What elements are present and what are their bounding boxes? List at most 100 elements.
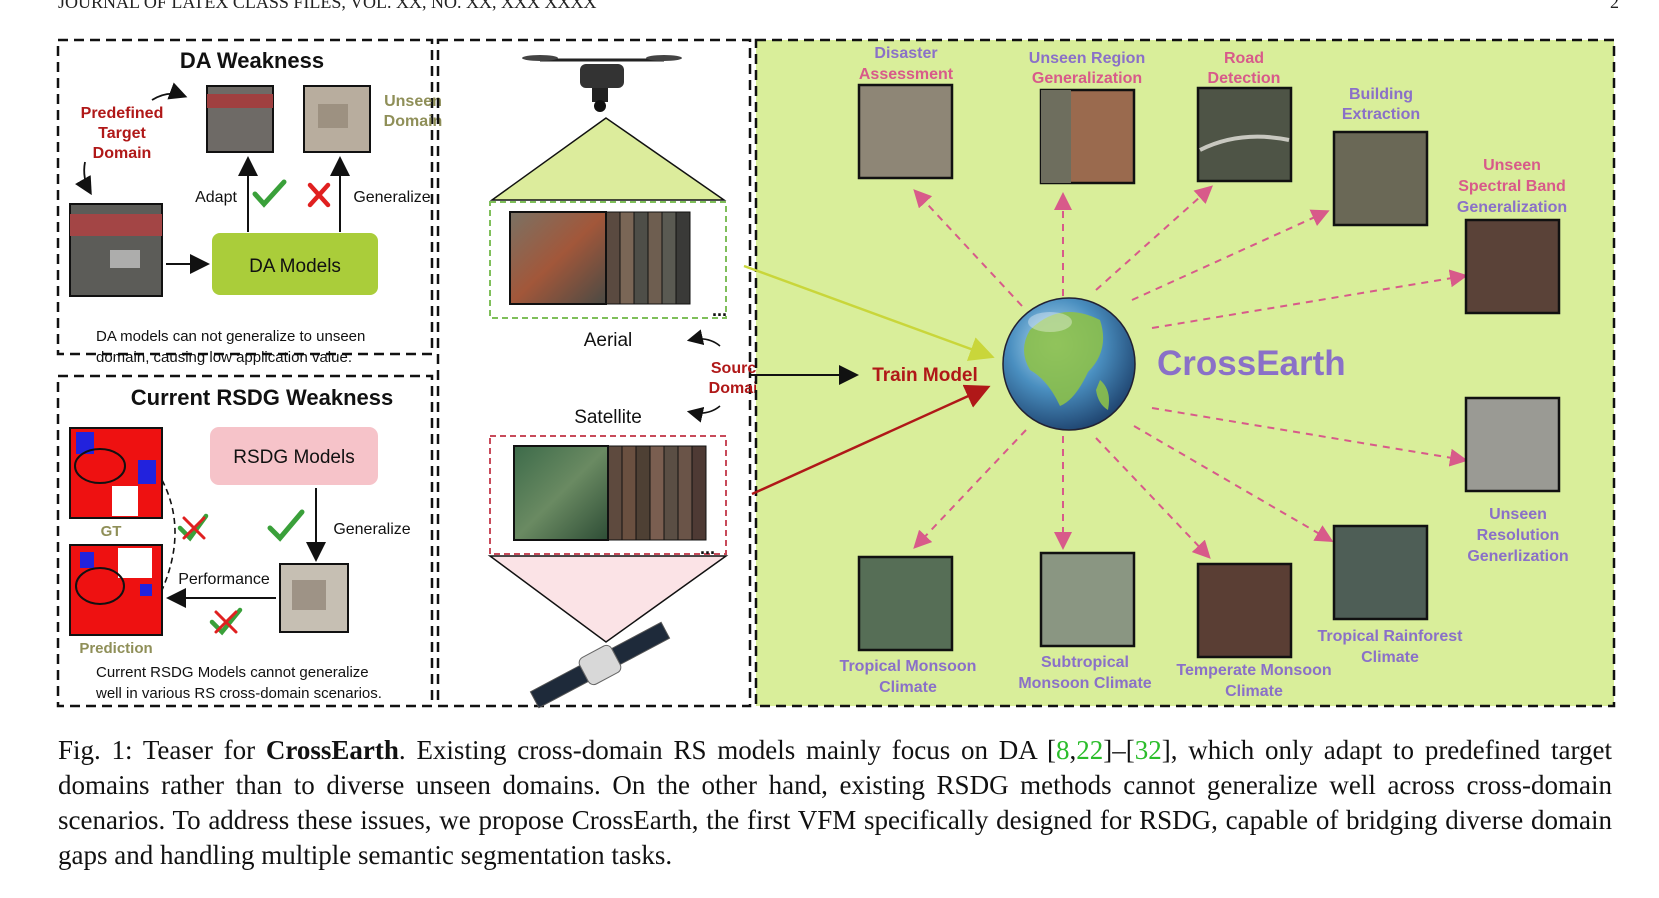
satellite-stack [513, 445, 707, 541]
arrow-satellite-to-globe [751, 384, 991, 496]
caption-prefix: Fig. 1: Teaser for [58, 735, 266, 765]
aerial-view-cone [489, 117, 727, 201]
predefined-label-1: Predefined [81, 105, 164, 122]
spectral-label-2: Spectral Band [1458, 178, 1566, 195]
satellite-ellipsis: ... [700, 538, 715, 558]
spectral-label-3: Generalization [1457, 199, 1567, 216]
da-weakness-title: DA Weakness [180, 48, 324, 73]
cross-overlay-icon-1 [182, 516, 206, 540]
cross-overlay-icon-2 [214, 610, 238, 634]
satellite-view-cone [487, 555, 729, 643]
aerial-ellipsis: ... [712, 300, 727, 320]
drone-icon [522, 55, 682, 112]
temperate-image [1196, 562, 1293, 659]
task-labels: Disaster Assessment Unseen Region Genera… [840, 45, 1569, 700]
generalize-label: Generalize [353, 189, 430, 206]
predefined-label-2: Target [98, 125, 146, 142]
da-note-line2: domain, causing low application value. [96, 349, 352, 366]
check-icon [252, 179, 287, 208]
temperate-label-2: Climate [1225, 683, 1283, 700]
region-label-1: Unseen Region [1029, 50, 1145, 67]
road-image-curve [1199, 134, 1290, 152]
teaser-figure: DA Weakness Predefined Target Domain Uns… [56, 38, 1616, 709]
rsdg-note-line2: well in various RS cross-domain scenario… [95, 685, 382, 702]
aerial-stack [509, 211, 691, 305]
gt-white [112, 486, 138, 516]
arrow-spectral [1151, 269, 1468, 329]
crossearth-panel: Train Model CrossEarth [743, 38, 1616, 708]
citation-8[interactable]: 8 [1056, 735, 1070, 765]
building-label-2: Extraction [1342, 106, 1420, 123]
curve-arrow-source [75, 161, 92, 196]
arrow-temperate [1095, 437, 1211, 559]
predefined-label-3: Domain [93, 145, 152, 162]
tropical-image [857, 555, 954, 652]
pred-blue-2 [140, 584, 152, 596]
target-roof-strip [207, 94, 273, 108]
arrow-aerial-to-globe [743, 264, 995, 361]
source-label-1: Source [711, 360, 765, 377]
aerial-label: Aerial [584, 330, 633, 351]
rsdg-note-line1: Current RSDG Models cannot generalize [96, 664, 369, 681]
region-label-2: Generalization [1032, 70, 1142, 87]
cross-icon [307, 182, 331, 208]
compare-link [161, 479, 176, 591]
building-image [1332, 130, 1429, 227]
unseen-texture [318, 104, 348, 128]
citation-32[interactable]: 32 [1134, 735, 1162, 765]
caption-bold: CrossEarth [265, 735, 399, 765]
da-weakness-panel: DA Weakness Predefined Target Domain Uns… [56, 38, 443, 366]
da-note-line1: DA models can not generalize to unseen [96, 328, 365, 345]
arrow-to-satellite [686, 405, 721, 423]
check-icon-rsdg [267, 509, 305, 542]
source-domain-panel: ... Aerial Source Domain Satellite ... [436, 38, 768, 709]
gt-ellipse [74, 448, 126, 484]
arrow-rainforest [1133, 425, 1334, 543]
performance-label: Performance [178, 571, 270, 588]
disaster-image [857, 83, 954, 180]
satellite-icon [529, 621, 671, 709]
subtropical-label-2: Monsoon Climate [1018, 675, 1151, 692]
crossearth-brand: CrossEarth [1157, 344, 1346, 383]
train-model-label: Train Model [872, 365, 978, 386]
subtropical-label-1: Subtropical [1041, 654, 1129, 671]
rsdg-weakness-panel: Current RSDG Weakness GT Prediction RSDG… [56, 374, 434, 708]
page-header: JOURNAL OF LATEX CLASS FILES, VOL. XX, N… [58, 0, 1619, 12]
subtropical-image [1039, 551, 1136, 648]
region-image-road [1041, 90, 1071, 183]
unseen-label-1: Unseen [384, 93, 442, 110]
rainforest-label-2: Climate [1361, 649, 1419, 666]
curve-arrow-target [151, 82, 188, 101]
arrow-tropical [913, 429, 1027, 549]
satellite-label: Satellite [574, 407, 642, 428]
tropical-label-1: Tropical Monsoon [840, 658, 977, 675]
source-roof-strip [70, 214, 162, 236]
resolution-image [1464, 396, 1561, 493]
resolution-label-3: Generlization [1467, 548, 1568, 565]
caption-part2: ], which only adapt to predefined target… [58, 735, 1612, 870]
caption-comma: , [1069, 735, 1077, 765]
unseen-label-2: Domain [384, 113, 443, 130]
rsdg-unseen-texture [292, 580, 326, 610]
road-image [1196, 86, 1293, 183]
journal-header: JOURNAL OF LATEX CLASS FILES, VOL. XX, N… [58, 0, 597, 12]
pred-white [118, 548, 152, 578]
gt-label: GT [101, 523, 122, 540]
figure-caption: Fig. 1: Teaser for CrossEarth. Existing … [58, 733, 1612, 873]
temperate-label-1: Temperate Monsoon [1176, 662, 1331, 679]
task-arrows [913, 185, 1468, 559]
gt-blue-1 [76, 432, 94, 454]
rainforest-image [1332, 524, 1429, 621]
rsdg-models-box [210, 427, 378, 485]
check-overlay-icon-2 [209, 607, 243, 636]
caption-part1: . Existing cross-domain RS models mainly… [398, 735, 1057, 765]
road-label-1: Road [1224, 50, 1264, 67]
rsdg-generalize-label: Generalize [333, 521, 410, 538]
pred-blue-1 [80, 552, 94, 568]
da-models-label: DA Models [249, 256, 341, 277]
rainforest-label-1: Tropical Rainforest [1318, 628, 1464, 645]
arrow-to-aerial [686, 329, 721, 347]
source-label-2: Domain [709, 380, 768, 397]
spectral-image [1464, 218, 1561, 315]
citation-22[interactable]: 22 [1076, 735, 1104, 765]
